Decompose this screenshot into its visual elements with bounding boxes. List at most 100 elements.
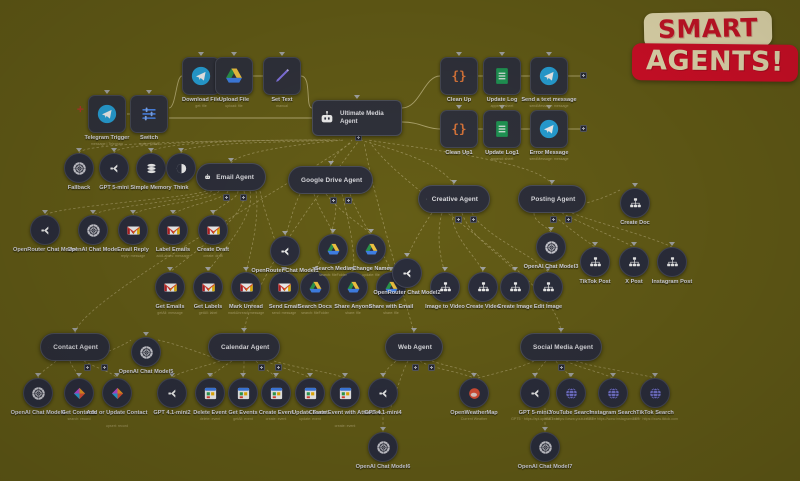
node-openrouter-chat-model1[interactable] [270, 236, 300, 266]
node-search-docs[interactable] [300, 272, 330, 302]
node-contact-agent[interactable]: Contact Agent [40, 333, 110, 361]
node-web-agent[interactable]: Web Agent [385, 333, 443, 361]
node-create-draft[interactable] [198, 215, 228, 245]
add-node-plus[interactable] [330, 197, 337, 204]
node-google-drive-agent[interactable]: Google Drive Agent [288, 166, 373, 194]
node-input-arrow [104, 90, 110, 94]
add-node-plus[interactable] [455, 216, 462, 223]
add-node-plus[interactable] [101, 364, 108, 371]
node-openai-chat-model4[interactable] [23, 378, 53, 408]
node-change-name[interactable] [356, 234, 386, 264]
node-youtube-search[interactable] [556, 378, 586, 408]
add-node-plus[interactable] [345, 197, 352, 204]
add-node-plus[interactable] [580, 125, 587, 132]
node-input-arrow [512, 267, 518, 271]
node-think[interactable] [166, 153, 196, 183]
add-node-plus[interactable] [223, 194, 230, 201]
add-node-plus[interactable] [240, 194, 247, 201]
node-share-anyone[interactable] [338, 272, 368, 302]
node-create-doc[interactable] [620, 188, 650, 218]
node-instagram-post[interactable] [657, 247, 687, 277]
node-openrouter-chat-model[interactable] [30, 215, 60, 245]
node-input-arrow [632, 183, 638, 187]
node-simple-memory[interactable] [136, 153, 166, 183]
add-node-plus[interactable] [258, 364, 265, 371]
node-ultimate-media-agent[interactable]: Ultimate Media Agent [312, 100, 402, 136]
node-gpt-41-mini4[interactable] [368, 378, 398, 408]
node-mark-unread[interactable] [231, 272, 261, 302]
node-x-post[interactable] [619, 247, 649, 277]
add-node-plus[interactable] [558, 364, 565, 371]
node-download-file[interactable] [182, 57, 220, 95]
node-gpt-41-mini2[interactable] [157, 378, 187, 408]
node-openai-chat-model3[interactable] [536, 232, 566, 262]
node-social-media-agent[interactable]: Social Media Agent [520, 333, 602, 361]
node-calendar-agent[interactable]: Calendar Agent [208, 333, 280, 361]
add-node-plus[interactable] [565, 216, 572, 223]
node-sublabel: reply: message [120, 254, 146, 259]
node-image-to-video[interactable] [430, 272, 460, 302]
node-openai-chat-model[interactable] [78, 215, 108, 245]
node-create-video[interactable] [468, 272, 498, 302]
node-error-message[interactable] [530, 110, 568, 148]
node-label-emails[interactable] [158, 215, 188, 245]
add-node-plus[interactable] [412, 364, 419, 371]
node-switch[interactable] [130, 95, 168, 133]
node-clean-up1[interactable]: {} [440, 110, 478, 148]
node-openweathermap[interactable] [459, 378, 489, 408]
add-node-plus[interactable] [470, 216, 477, 223]
node-creative-agent[interactable]: Creative Agent [418, 185, 490, 213]
node-posting-agent[interactable]: Posting Agent [518, 185, 586, 213]
node-clean-up[interactable]: {} [440, 57, 478, 95]
node-send-a-text-message[interactable] [530, 57, 568, 95]
node-get-labels[interactable] [193, 272, 223, 302]
node-delete-event[interactable] [195, 378, 225, 408]
node-gpt-5-mini[interactable] [99, 153, 129, 183]
node-search-media[interactable] [318, 234, 348, 264]
node-create-image[interactable] [500, 272, 530, 302]
node-input-arrow [241, 328, 247, 332]
node-edit-image[interactable] [533, 272, 563, 302]
node-get-emails[interactable] [155, 272, 185, 302]
node-label: Send a text message [521, 97, 577, 103]
node-set-text[interactable] [263, 57, 301, 95]
node-title: Ultimate Media Agent [340, 110, 384, 125]
node-gpt-5-mini3[interactable] [520, 378, 550, 408]
node-email-reply[interactable] [118, 215, 148, 245]
node-create-event-with-attendee[interactable] [330, 378, 360, 408]
openrouter-icon [402, 268, 410, 278]
node-instagram-search[interactable] [598, 378, 628, 408]
node-openai-chat-model5[interactable] [131, 337, 161, 367]
node-input-arrow [307, 373, 313, 377]
node-add-or-update-contact[interactable] [102, 378, 132, 408]
node-label: Instagram Search [589, 410, 637, 416]
node-tiktok-search[interactable] [640, 378, 670, 408]
add-node-plus[interactable] [275, 364, 282, 371]
node-label: OpenRouter Chat Model2 [373, 290, 441, 296]
node-update-log[interactable] [483, 57, 521, 95]
openai-icon [376, 440, 390, 454]
node-get-events[interactable] [228, 378, 258, 408]
node-label: Create Image [497, 304, 533, 310]
node-send-email[interactable] [269, 272, 299, 302]
node-input-arrow [146, 90, 152, 94]
node-create-event[interactable] [261, 378, 291, 408]
node-openai-chat-model7[interactable] [530, 432, 560, 462]
add-node-plus[interactable] [84, 364, 91, 371]
node-openai-chat-model6[interactable] [368, 432, 398, 462]
node-email-agent[interactable]: Email Agent [196, 163, 266, 191]
node-fallback[interactable] [64, 153, 94, 183]
smart-agents-badge: SMART AGENTS! [631, 10, 798, 82]
node-openrouter-chat-model2[interactable] [392, 258, 422, 288]
node-tiktok-post[interactable] [580, 247, 610, 277]
node-input-arrow [368, 229, 374, 233]
add-node-plus[interactable] [550, 216, 557, 223]
node-update-event[interactable] [295, 378, 325, 408]
node-update-log1[interactable] [483, 110, 521, 148]
add-node-plus[interactable] [428, 364, 435, 371]
node-telegram-trigger[interactable] [88, 95, 126, 133]
add-node-plus[interactable] [580, 72, 587, 79]
node-upload-file[interactable] [215, 57, 253, 95]
node-get-contacts[interactable] [64, 378, 94, 408]
